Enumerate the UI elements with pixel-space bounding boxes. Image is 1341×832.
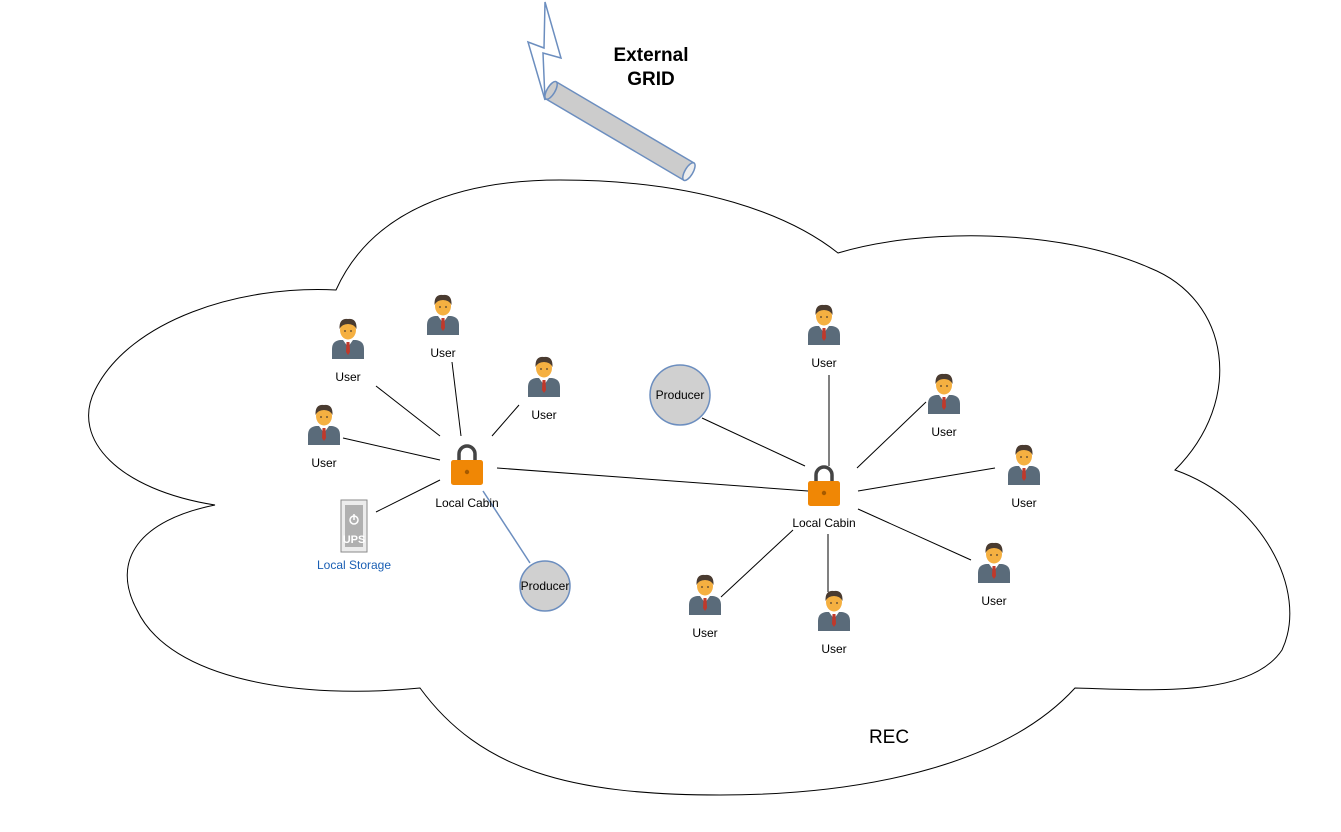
user-label: User xyxy=(931,425,956,439)
producer-node: Producer xyxy=(649,364,711,426)
edge-user6-cabin2 xyxy=(856,401,927,469)
user-label: User xyxy=(981,594,1006,608)
cabin-label: Local Cabin xyxy=(792,516,855,530)
edge-user3-cabin1 xyxy=(491,404,520,437)
producer-label: Producer xyxy=(521,579,570,593)
diagram-title-line-2: GRID xyxy=(627,69,675,90)
user-label: User xyxy=(335,370,360,384)
producer-node: Producer xyxy=(519,560,571,612)
edge-user10-cabin2 xyxy=(720,529,794,598)
edge-producer-cabin1 xyxy=(482,490,531,564)
diagram-title-line-1: External xyxy=(614,45,689,66)
svg-text:UPS: UPS xyxy=(343,534,366,546)
grid-pipe-icon xyxy=(544,80,696,182)
edge-user8-cabin2 xyxy=(857,508,972,561)
user-node: User xyxy=(808,304,840,370)
producer-circle xyxy=(519,560,571,612)
user-node: User xyxy=(978,542,1010,608)
edge-storage-cabin1 xyxy=(375,479,441,513)
user-label: User xyxy=(531,408,556,422)
ups-storage-icon: UPS xyxy=(340,499,368,553)
user-label: User xyxy=(811,356,836,370)
edge-user1-cabin1 xyxy=(375,385,441,437)
cabin-label: Local Cabin xyxy=(435,496,498,510)
user-node: User xyxy=(308,404,340,470)
edge-cabin-to-cabin xyxy=(496,467,809,492)
producer-label: Producer xyxy=(656,388,705,402)
edge-user4-cabin1 xyxy=(342,437,441,461)
user-node: User xyxy=(818,590,850,656)
local-cabin-node: Local Cabin xyxy=(435,444,499,510)
edges xyxy=(342,361,996,598)
edge-producer-cabin2 xyxy=(701,417,806,467)
edge-user2-cabin1 xyxy=(451,361,462,437)
storage-label: Local Storage xyxy=(317,558,391,572)
user-label: User xyxy=(1011,496,1036,510)
user-label: User xyxy=(692,626,717,640)
user-node: User xyxy=(528,356,560,422)
user-node: User xyxy=(427,294,459,360)
user-node: User xyxy=(332,318,364,384)
lightning-bolt-icon xyxy=(526,1,563,101)
edge-user7-cabin2 xyxy=(857,467,996,492)
user-node: User xyxy=(928,373,960,439)
producer-circle xyxy=(649,364,711,426)
user-label: User xyxy=(311,456,336,470)
user-node: User xyxy=(689,574,721,640)
user-label: User xyxy=(821,642,846,656)
rec-label: REC xyxy=(869,727,909,748)
rec-cloud xyxy=(88,179,1291,796)
user-label: User xyxy=(430,346,455,360)
local-cabin-node: Local Cabin xyxy=(792,465,856,530)
user-node: User xyxy=(1008,444,1040,510)
